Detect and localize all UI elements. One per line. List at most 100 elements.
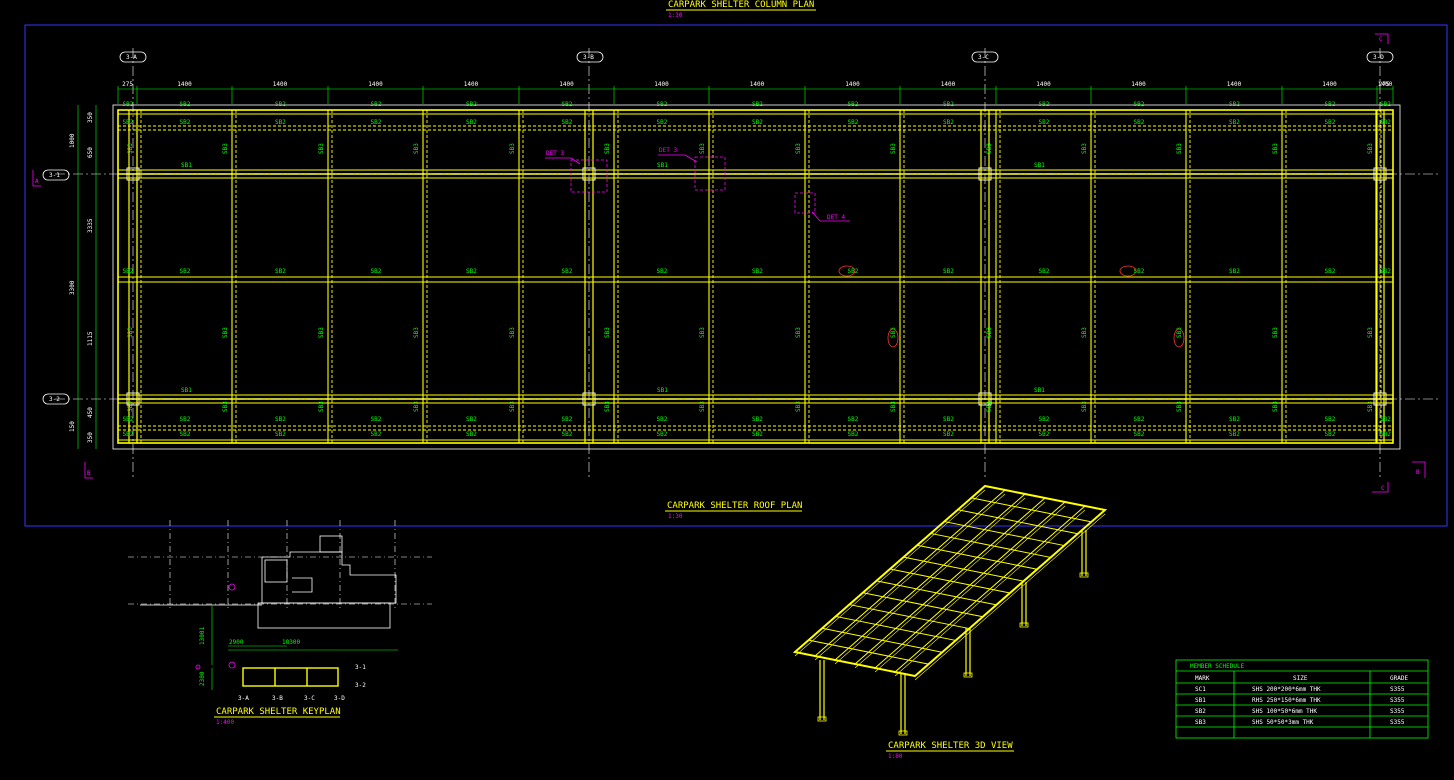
member-label-sb3: SB3 — [1272, 143, 1279, 154]
dim-text-left: 1000 — [69, 133, 76, 148]
section-mark-b-right: B — [1412, 461, 1426, 478]
member-label-sb2: SB2 — [943, 268, 954, 275]
member-label-sb2: SB2 — [1229, 119, 1240, 126]
schedule-header-mark: MARK — [1195, 675, 1210, 682]
roof-frame-members — [55, 48, 1440, 478]
keyplan-grid-label: 3-1 — [355, 664, 366, 671]
member-label-sb3: SB3 — [699, 327, 706, 338]
member-label-sb2: SB2 — [371, 101, 382, 108]
member-label-sb3: SB3 — [127, 401, 134, 412]
schedule-cell: SC1 — [1195, 686, 1206, 693]
member-label-sb2: SB2 — [123, 416, 134, 423]
roof-3d-purlin — [814, 493, 1006, 661]
member-label-sb2: SB2 — [848, 416, 859, 423]
member-label-sb3: SB3 — [1367, 401, 1374, 412]
dim-text-top: 1400 — [464, 81, 479, 88]
roof-3d-purlin — [914, 513, 1106, 681]
section-mark-a-left: A — [32, 170, 41, 187]
member-label-sb2: SB2 — [466, 416, 477, 423]
detail-label-1: DET 3 — [546, 150, 564, 157]
revision-cloud — [1119, 265, 1137, 277]
member-label-sb3: SB3 — [318, 327, 325, 338]
roof-3d-purlin — [874, 501, 1066, 669]
member-label-sb2: SB2 — [180, 268, 191, 275]
member-label-sb2: SB2 — [123, 101, 134, 108]
grid-bubble-3c: 3-C — [971, 51, 999, 63]
member-label-sb2: SB2 — [1380, 268, 1391, 275]
member-label-sb2: SB2 — [180, 416, 191, 423]
grid-bubble-3-2: 3-2 — [42, 393, 70, 405]
member-label-sb2: SB2 — [180, 119, 191, 126]
member-label-sb2: SB2 — [1039, 119, 1050, 126]
member-label-sb2: SB2 — [752, 101, 763, 108]
schedule-cell: SB2 — [1195, 708, 1206, 715]
dim-text-top: 1400 — [1227, 81, 1242, 88]
member-label-sb3: SB3 — [1176, 327, 1183, 338]
member-label-sb3: SB3 — [699, 401, 706, 412]
member-label-sb1: SB1 — [181, 387, 192, 394]
member-label-sb2: SB2 — [1325, 416, 1336, 423]
dim-text-top: 1400 — [941, 81, 956, 88]
member-label-sb2: SB2 — [180, 101, 191, 108]
view3d-title: CARPARK SHELTER 3D VIEW — [888, 741, 1013, 751]
dim-text-top: 275 — [1379, 81, 1390, 88]
column-3d-base — [898, 730, 908, 736]
dim-text-left: 150 — [69, 421, 76, 432]
section-mark-b-left: B — [84, 462, 93, 479]
roof-3d-purlin — [894, 509, 1086, 677]
revision-cloud — [838, 265, 856, 277]
member-label-sb2: SB2 — [848, 431, 859, 438]
member-label-sb2: SB2 — [180, 431, 191, 438]
member-label-sb3: SB3 — [413, 327, 420, 338]
member-label-sb3: SB3 — [890, 327, 897, 338]
member-label-sb2: SB2 — [123, 119, 134, 126]
member-label-sb2: SB2 — [752, 431, 763, 438]
member-label-sb2: SB2 — [848, 119, 859, 126]
member-label-sb3: SB3 — [604, 401, 611, 412]
detail-box-3 — [794, 192, 816, 214]
member-label-sb3: SB3 — [1272, 401, 1279, 412]
member-label-sb2: SB2 — [1380, 416, 1391, 423]
keyplan-scale: 1:400 — [216, 719, 234, 726]
schedule-header-grade: GRADE — [1390, 675, 1408, 682]
column-plan-scale: 1:30 — [668, 12, 683, 19]
schedule-cell: S355 — [1390, 686, 1405, 693]
keyplan-dim-4: 2300 — [199, 671, 206, 686]
member-label-sb2: SB2 — [1380, 119, 1391, 126]
keyplan-grid-label: 3-D — [334, 695, 345, 702]
member-label-sb1: SB1 — [657, 387, 668, 394]
detail-callouts — [570, 156, 816, 214]
member-label-sb3: SB3 — [222, 401, 229, 412]
column-3d-base — [1019, 622, 1029, 628]
roof-3d-purlin — [854, 501, 1046, 669]
roof-3d-purlin — [834, 497, 1026, 665]
member-label-sb2: SB2 — [943, 431, 954, 438]
grid-bubble-3d: 3-D — [1366, 51, 1394, 63]
member-label-sb2: SB2 — [752, 416, 763, 423]
member-label-sb2: SB2 — [943, 119, 954, 126]
roof-plan-title: CARPARK SHELTER ROOF PLAN — [667, 501, 802, 511]
member-label-sb3: SB3 — [1176, 401, 1183, 412]
roof-3d-purlin — [834, 493, 1026, 661]
member-label-sb3: SB3 — [318, 143, 325, 154]
detail-labels: DET 3 DET 3 DET 4 — [545, 147, 850, 222]
member-label-sb2: SB2 — [657, 119, 668, 126]
member-label-sb3: SB3 — [890, 143, 897, 154]
grid-bubble-3-1: 3-1 — [42, 169, 70, 181]
member-label-sb2: SB2 — [371, 416, 382, 423]
member-label-sb2: SB2 — [1325, 101, 1336, 108]
dim-text-left: 3300 — [69, 280, 76, 295]
keyplan-dim-1: 2900 — [229, 639, 244, 646]
grid-bubble-3b: 3-B — [576, 51, 604, 63]
member-label-sb3: SB3 — [604, 327, 611, 338]
dim-text-left: 350 — [87, 432, 94, 443]
member-label-sb2: SB2 — [1134, 416, 1145, 423]
member-label-sb3: SB3 — [413, 401, 420, 412]
member-label-sb2: SB2 — [1134, 268, 1145, 275]
member-label-sb1: SB1 — [657, 162, 668, 169]
svg-text:3-1: 3-1 — [49, 172, 60, 179]
roof-3d-purlin — [794, 489, 986, 657]
member-label-sb3: SB3 — [413, 143, 420, 154]
member-label-sb2: SB2 — [657, 268, 668, 275]
member-label-sb1: SB1 — [181, 162, 192, 169]
